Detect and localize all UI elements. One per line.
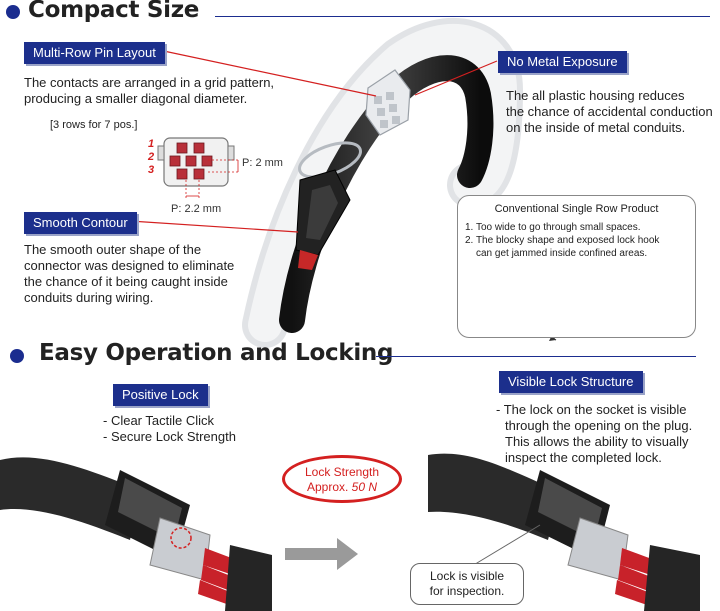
- section-title-compact: Compact Size: [28, 0, 200, 23]
- visible-lock-description: - The lock on the socket is visible thro…: [496, 402, 693, 465]
- rows-note: [3 rows for 7 pos.]: [50, 119, 138, 131]
- pitch-vertical-label: P: 2 mm: [242, 157, 283, 169]
- smooth-contour-tag: Smooth Contour: [24, 212, 137, 234]
- section-rule: [215, 16, 710, 17]
- section-title-easy: Easy Operation and Locking: [39, 340, 394, 366]
- lock-strength-badge: Lock Strength Approx. 50 N: [282, 455, 402, 503]
- no-metal-description: The all plastic housing reduces the chan…: [506, 88, 713, 135]
- pin-grid-diagram: [157, 137, 240, 198]
- positive-lock-list: - Clear Tactile Click - Secure Lock Stre…: [103, 413, 236, 444]
- row-number-3: 3: [148, 164, 155, 176]
- smooth-contour-description: The smooth outer shape of the connector …: [24, 242, 235, 305]
- section-rule: [376, 356, 696, 357]
- lock-visible-callout: Lock is visible for inspection.: [410, 563, 524, 605]
- conventional-list: 1. Too wide to go through small spaces. …: [465, 222, 660, 259]
- visible-lock-structure-tag: Visible Lock Structure: [499, 371, 643, 393]
- conventional-product-box: Conventional Single Row Product 1. Too w…: [457, 195, 696, 338]
- row-number-2: 2: [148, 151, 155, 163]
- section-bullet-icon: [6, 5, 20, 19]
- pitch-horizontal-label: P: 2.2 mm: [171, 203, 222, 215]
- row-number-1: 1: [148, 138, 155, 150]
- plug-socket-left-illustration: [0, 457, 272, 611]
- multi-row-description: The contacts are arranged in a grid patt…: [24, 75, 275, 106]
- no-metal-exposure-tag: No Metal Exposure: [498, 51, 627, 73]
- plug-socket-right-illustration: [428, 453, 700, 611]
- section-bullet-icon: [10, 349, 24, 363]
- arrow-right-icon: [285, 538, 358, 570]
- positive-lock-tag: Positive Lock: [113, 384, 208, 406]
- conventional-title: Conventional Single Row Product: [494, 203, 659, 215]
- multi-row-pin-layout-tag: Multi-Row Pin Layout: [24, 42, 165, 64]
